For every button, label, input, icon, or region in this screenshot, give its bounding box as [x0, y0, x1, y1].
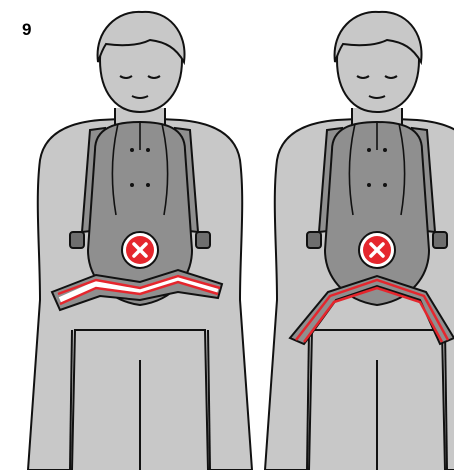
right-panel: [265, 12, 454, 470]
left-panel: [28, 12, 252, 470]
x-circle-icon: [359, 232, 395, 268]
x-circle-icon: [122, 232, 158, 268]
